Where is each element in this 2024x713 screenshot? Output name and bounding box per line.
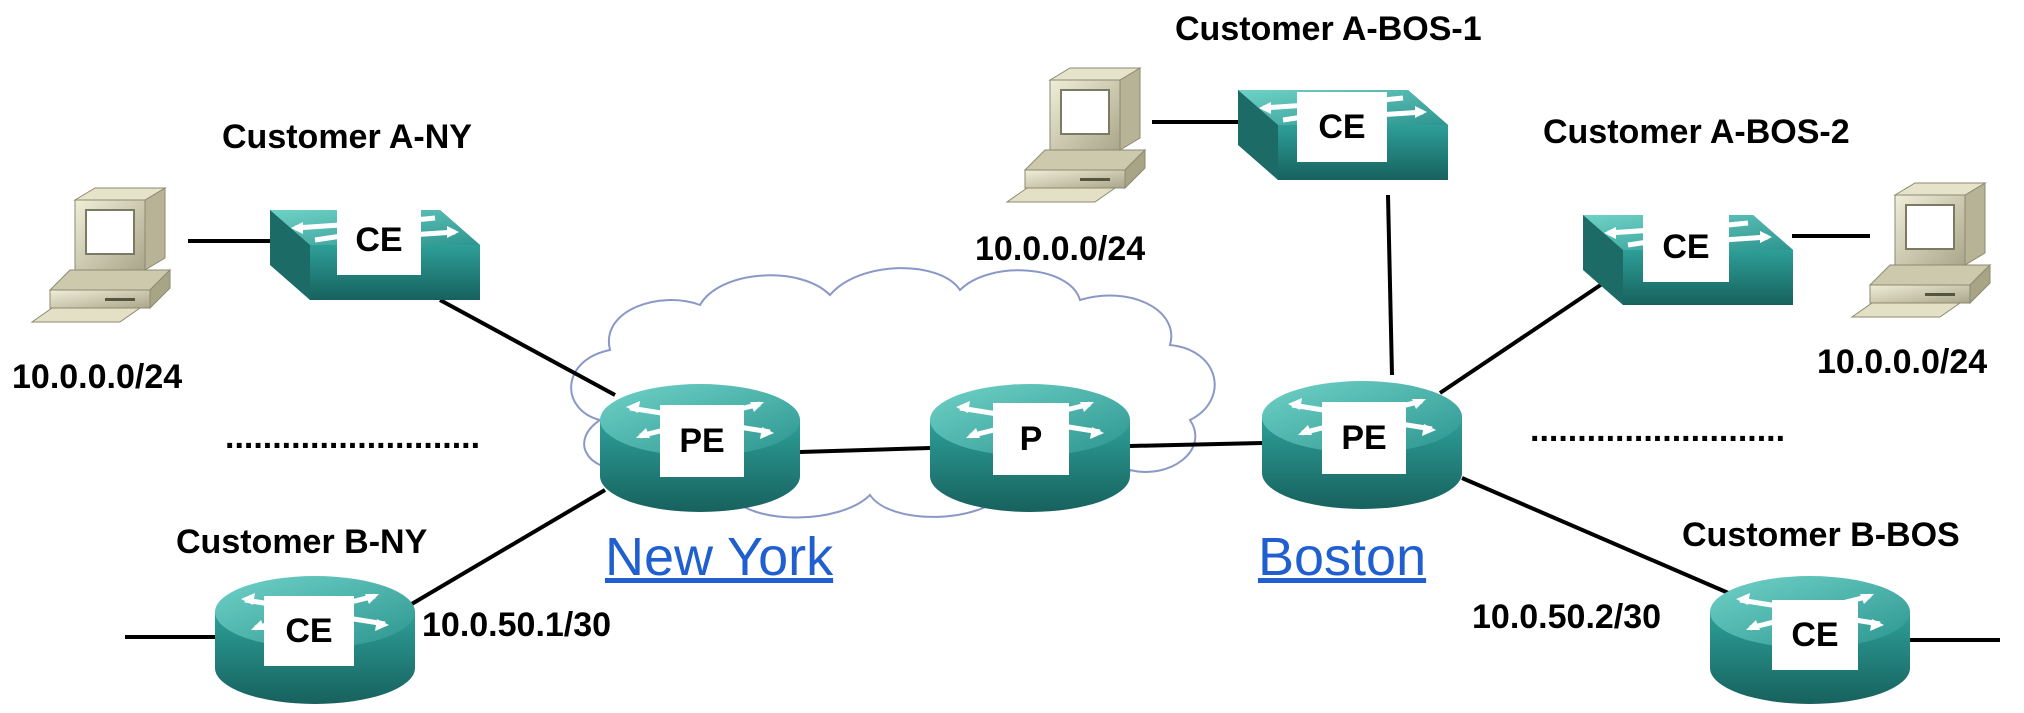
b-bos-link-address: 10.0.50.2/30 [1472, 598, 1662, 636]
customer-b-bos-title: Customer B-BOS [1682, 516, 1960, 554]
customer-a-bos2-title: Customer A-BOS-2 [1543, 113, 1850, 151]
ce-a-ny-label: CE [337, 205, 421, 275]
link-pe-ny-p [799, 446, 931, 454]
link-ce-a-ny-pe-ny [439, 298, 616, 397]
separator-right: ........................... [1530, 411, 1786, 449]
ce-a-bos1-label: CE [1297, 92, 1387, 162]
ce-b-ny-label: CE [264, 596, 354, 666]
customer-a-bos1-title: Customer A-BOS-1 [1175, 10, 1482, 48]
pe-bos-label: PE [1322, 402, 1406, 474]
separator-left: ........................... [225, 418, 481, 456]
link-p-pe-bos [1129, 441, 1263, 448]
b-ny-link-address: 10.0.50.1/30 [422, 606, 612, 644]
pe-ny-label: PE [660, 405, 744, 477]
link-ce-a-bos1-pe-bos [1386, 194, 1394, 376]
links [125, 120, 2000, 642]
ce-b-bos-label: CE [1772, 600, 1858, 670]
a-bos2-subnet: 10.0.0.0/24 [1817, 343, 1988, 381]
site-boston[interactable]: Boston [1258, 527, 1427, 587]
a-bos1-subnet: 10.0.0.0/24 [975, 230, 1146, 268]
customer-b-ny-title: Customer B-NY [176, 523, 428, 561]
p-core-label: P [993, 403, 1069, 475]
a-ny-subnet: 10.0.0.0/24 [12, 358, 183, 396]
ce-a-bos2-label: CE [1643, 212, 1729, 282]
link-ce-b-ny-pe-ny [408, 488, 607, 607]
pc-a-bos2-icon [1851, 182, 1991, 318]
site-new-york[interactable]: New York [605, 527, 834, 587]
pc-a-bos1-icon [1006, 67, 1146, 203]
pc-a-ny-icon [31, 187, 171, 323]
link-ce-a-bos2-pe-bos [1438, 280, 1607, 395]
link-pe-bos-ce-b-bos [1461, 476, 1741, 600]
customer-a-ny-title: Customer A-NY [222, 118, 472, 156]
